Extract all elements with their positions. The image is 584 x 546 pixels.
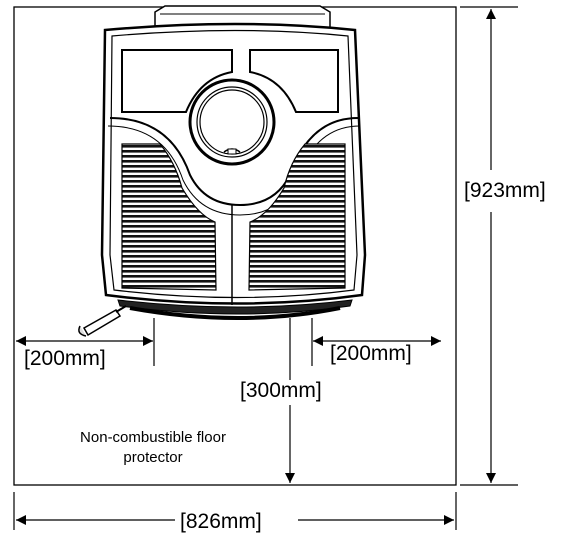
stove-front-view	[78, 5, 367, 337]
width-label: [826mm]	[180, 510, 262, 533]
right-clearance-label: [200mm]	[330, 342, 412, 365]
front-clearance-label: [300mm]	[240, 379, 322, 402]
dimension-ticks	[13, 6, 518, 530]
note-line-1: Non-combustible floor	[80, 429, 226, 446]
dimension-arrows	[16, 8, 496, 525]
depth-label: [923mm]	[464, 179, 546, 202]
top-right-panel	[249, 49, 339, 113]
left-grille	[121, 143, 217, 291]
top-left-panel	[121, 49, 233, 113]
stove-handle	[78, 305, 127, 337]
left-clearance-label: [200mm]	[24, 347, 106, 370]
right-grille	[248, 143, 346, 291]
note-line-2: protector	[123, 449, 183, 466]
floor-protector-note: Non-combustible floor protector	[33, 428, 273, 468]
